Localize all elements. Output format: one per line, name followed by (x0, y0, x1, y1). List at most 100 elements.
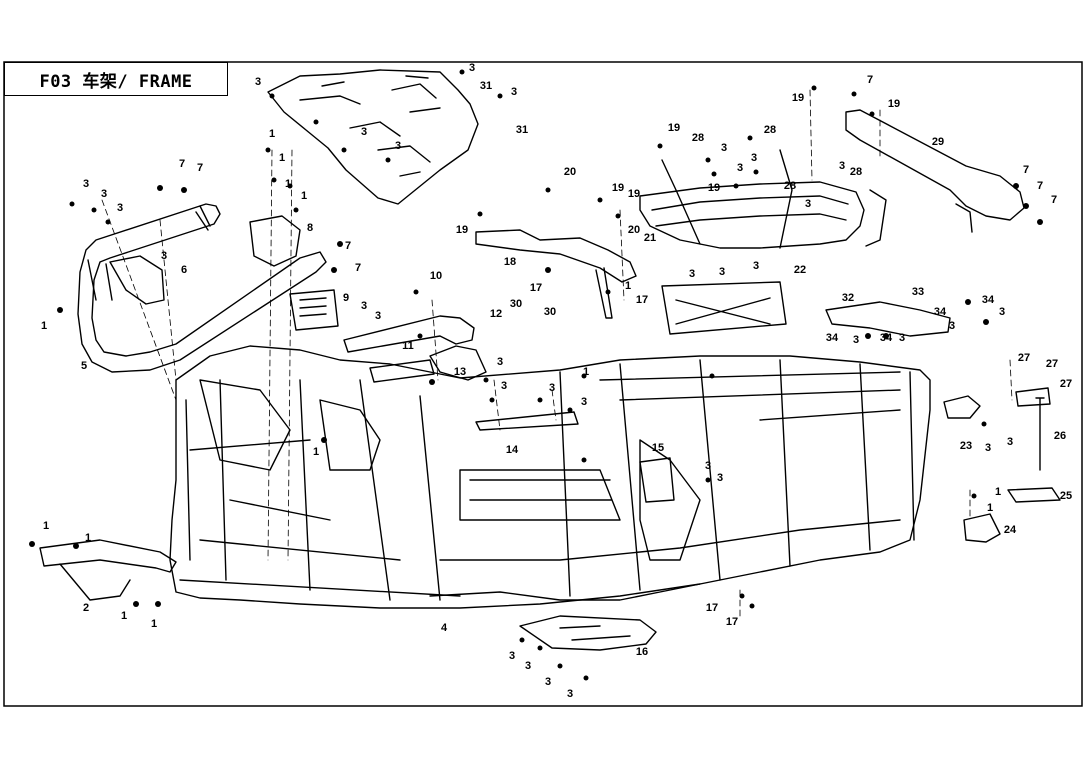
callout-3-13: 3 (501, 380, 507, 392)
tube-13 (369, 359, 435, 383)
callout-3-11: 3 (375, 310, 381, 322)
tube-2 (39, 539, 177, 573)
callout-28-1: 28 (692, 132, 704, 144)
callout-7-1: 7 (179, 158, 185, 170)
bracket-15 (639, 457, 675, 503)
callout-28-3: 28 (784, 180, 796, 192)
callout-3-10: 3 (361, 300, 367, 312)
callout-3-29: 3 (999, 306, 1005, 318)
callout-10: 10 (430, 270, 442, 282)
callout-30-1: 30 (510, 298, 522, 310)
callout-7-4: 7 (355, 262, 361, 274)
callout-1-2: 1 (279, 152, 285, 164)
callout-3-4: 3 (361, 126, 367, 138)
callout-1-12: 1 (121, 610, 127, 622)
callout-18: 18 (504, 256, 516, 268)
callout-3-30: 3 (985, 442, 991, 454)
rear-rack-21 (639, 181, 865, 249)
bracket-8 (249, 215, 301, 267)
callout-3-14: 3 (549, 382, 555, 394)
callout-6: 6 (181, 264, 187, 276)
callout-31-2: 31 (516, 124, 528, 136)
tube-12 (343, 315, 475, 353)
callout-7-7: 7 (1037, 180, 1043, 192)
callout-4: 4 (441, 622, 448, 634)
callout-3-28: 3 (949, 320, 955, 332)
callout-19-3: 19 (628, 188, 640, 200)
callout-1-3: 1 (285, 178, 291, 190)
callout-14: 14 (506, 444, 519, 456)
callout-3-17: 3 (839, 160, 845, 172)
callout-32: 32 (842, 292, 854, 304)
callout-7-2: 7 (197, 162, 203, 174)
callout-34-2: 34 (934, 306, 947, 318)
callout-1-14: 1 (583, 366, 589, 378)
callout-24: 24 (1004, 524, 1017, 536)
callout-2: 2 (83, 602, 89, 614)
callout-19-5: 19 (792, 92, 804, 104)
callout-34-4: 34 (880, 332, 893, 344)
callout-19-6: 19 (888, 98, 900, 110)
callout-3-2: 3 (469, 62, 475, 74)
callout-1-5: 1 (41, 320, 47, 332)
callout-19-7: 19 (708, 182, 720, 194)
callout-3-16: 3 (805, 198, 811, 210)
plate-22 (661, 281, 787, 335)
plate-25 (1007, 487, 1061, 503)
callout-3-22: 3 (717, 472, 723, 484)
callout-1-6: 1 (313, 446, 319, 458)
callout-7-3: 7 (345, 240, 351, 252)
callout-3-31: 3 (1007, 436, 1013, 448)
rear-bumper-29 (845, 109, 1025, 221)
callout-33: 33 (912, 286, 924, 298)
callout-3-7: 3 (101, 188, 107, 200)
callout-12: 12 (490, 308, 502, 320)
callout-19-1: 19 (456, 224, 468, 236)
callout-20-2: 20 (628, 224, 640, 236)
callout-1-4: 1 (301, 190, 307, 202)
callout-3-35: 3 (567, 688, 573, 700)
callout-3-32: 3 (509, 650, 515, 662)
callout-3-9: 3 (161, 250, 167, 262)
callout-3-19: 3 (751, 152, 757, 164)
callout-3-23: 3 (753, 260, 759, 272)
callout-19-2: 19 (612, 182, 624, 194)
callout-34-1: 34 (982, 294, 995, 306)
callout-17-1: 17 (530, 282, 542, 294)
callout-1-13: 1 (151, 618, 157, 630)
callout-27-3: 27 (1060, 378, 1072, 390)
bracket-24 (963, 513, 1001, 543)
callout-5: 5 (81, 360, 87, 372)
callout-30-2: 30 (544, 306, 556, 318)
fastener-glyphs (29, 69, 1043, 681)
callout-3-5: 3 (395, 140, 401, 152)
callout-1-7: 1 (625, 280, 631, 292)
callout-22: 22 (794, 264, 806, 276)
bracket-6 (109, 255, 165, 305)
callout-29: 29 (932, 136, 944, 148)
callout-15: 15 (652, 442, 664, 454)
callout-7-8: 7 (1051, 194, 1057, 206)
callout-3-33: 3 (525, 660, 531, 672)
callout-3-34: 3 (545, 676, 551, 688)
skid-plate-16 (519, 615, 657, 651)
bracket-32-33 (825, 301, 951, 337)
callout-1-1: 1 (269, 128, 275, 140)
callout-1-10: 1 (43, 520, 49, 532)
callout-17-3: 17 (706, 602, 718, 614)
bracket-18 (475, 229, 637, 283)
callout-9: 9 (343, 292, 349, 304)
bolt-26 (1035, 397, 1045, 471)
callout-3-24: 3 (689, 268, 695, 280)
callout-3-12: 3 (497, 356, 503, 368)
callout-26: 26 (1054, 430, 1066, 442)
callout-16: 16 (636, 646, 648, 658)
callout-3-26: 3 (853, 334, 859, 346)
callout-20-1: 20 (564, 166, 576, 178)
callout-31-1: 31 (480, 80, 492, 92)
callout-23: 23 (960, 440, 972, 452)
callout-25: 25 (1060, 490, 1072, 502)
